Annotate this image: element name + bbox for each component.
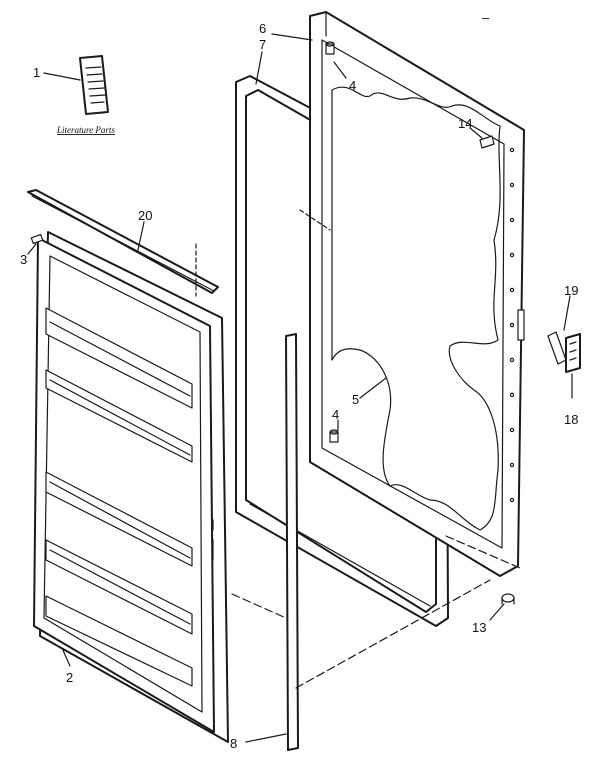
callout-14: 14 [458,116,472,131]
leader-7 [255,51,263,85]
leader-13 [489,603,505,621]
callout-18: 18 [564,412,578,427]
door-panel [33,231,229,743]
hinge-13 [501,593,515,605]
door-pin [30,233,44,245]
leader-20 [137,221,145,251]
leader-2 [61,647,71,667]
leader-5 [359,377,387,399]
callout-13: 13 [472,620,486,635]
door-plug-lower [329,429,339,443]
leader-8 [245,733,287,743]
leader-6 [271,33,313,41]
callout-5: 5 [352,392,359,407]
leader-4-upper [333,61,347,79]
door-handle [565,333,581,373]
door-inner-panel [309,11,525,577]
callout-4-lower: 4 [332,407,339,422]
callout-1: 1 [33,65,40,80]
callout-4-upper: 4 [349,78,356,93]
callout-2: 2 [66,670,73,685]
leader-3 [27,243,37,255]
door-trim-strip [27,189,219,294]
callout-19: 19 [564,283,578,298]
handle-spacer [547,331,567,365]
callout-20: 20 [138,208,152,223]
door-plug-upper [325,41,335,55]
dash-mark: – [482,10,490,25]
callout-6: 6 [259,21,266,36]
assembly-lines [195,209,521,689]
callout-7: 7 [259,37,266,52]
leader-19 [563,295,571,331]
leader-1 [43,72,81,81]
literature-parts-caption: Literature Parts [56,125,115,135]
literature-booklet [79,55,109,115]
callout-3: 3 [20,252,27,267]
callout-8: 8 [230,736,237,751]
gasket-strip [285,333,299,751]
leader-14 [469,127,483,139]
clip-14 [479,135,495,149]
